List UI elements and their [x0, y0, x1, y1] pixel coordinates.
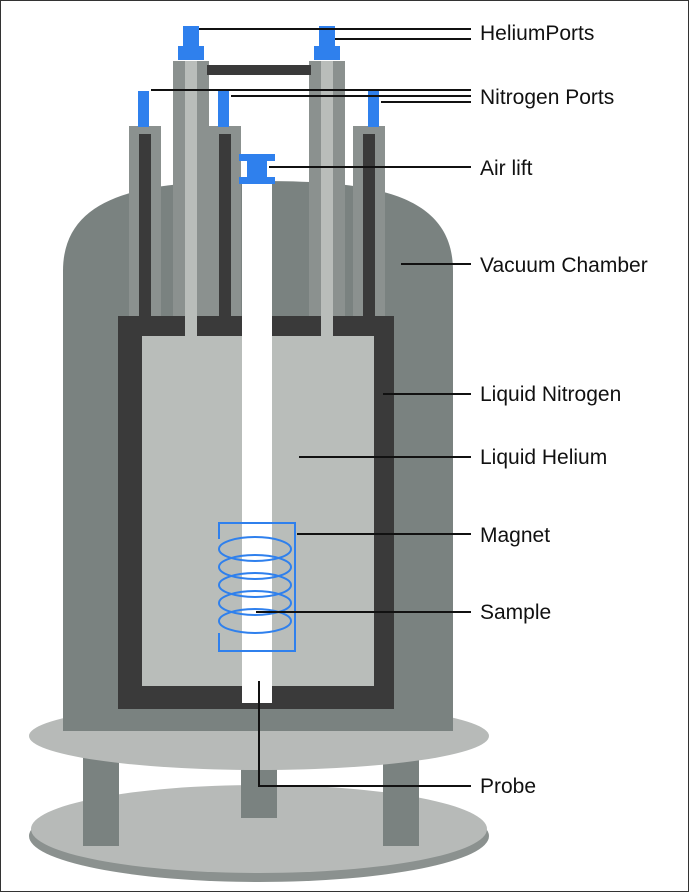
nitrogen-tube-left [139, 134, 151, 319]
leader-probe [258, 681, 471, 787]
label-vacuum-chamber: Vacuum Chamber [480, 254, 648, 277]
label-probe: Probe [480, 775, 536, 798]
magnet-coil [218, 522, 296, 652]
probe-shaft [242, 183, 272, 703]
helium-tube-right [321, 61, 333, 336]
helium-port-left [178, 26, 204, 60]
nitrogen-tube-right [363, 134, 375, 319]
leg-left [83, 746, 119, 846]
leader-lines [151, 28, 471, 787]
helium-tube-left [185, 61, 197, 336]
nitrogen-port-left [138, 91, 149, 127]
label-sample: Sample [480, 601, 551, 624]
helium-bridge [207, 65, 311, 75]
base-plate-top [31, 785, 487, 873]
label-magnet: Magnet [480, 524, 550, 547]
nitrogen-tube-center [219, 134, 231, 319]
label-air-lift: Air lift [480, 157, 533, 180]
label-nitrogen-ports: Nitrogen Ports [480, 86, 614, 109]
air-lift-cap [239, 154, 275, 184]
label-liquid-helium: Liquid Helium [480, 446, 607, 469]
nitrogen-port-center [218, 91, 229, 127]
nitrogen-port-right [368, 91, 379, 127]
helium-port-right [314, 26, 340, 60]
label-helium-ports: HeliumPorts [480, 22, 594, 45]
label-liquid-nitrogen: Liquid Nitrogen [480, 383, 621, 406]
